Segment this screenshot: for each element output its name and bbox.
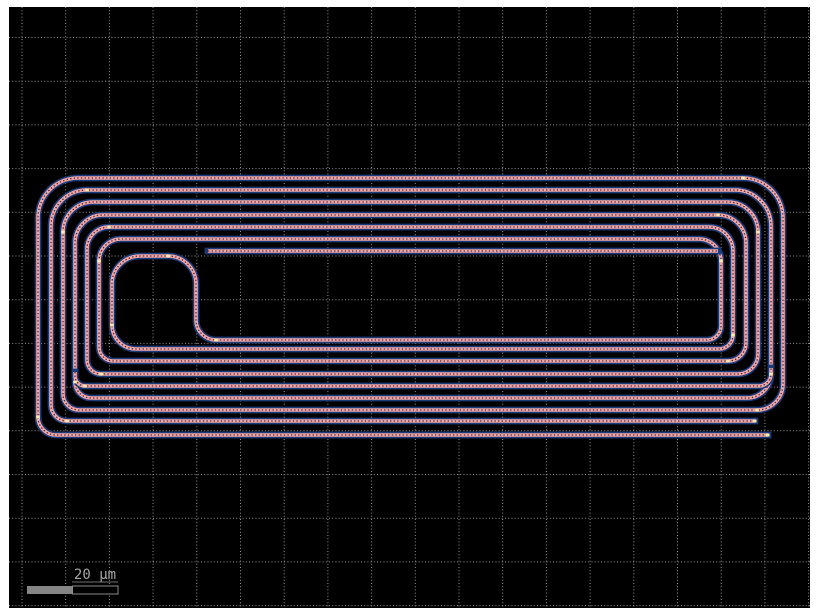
vertex-marker-icon (719, 259, 723, 263)
scale-bar-label: 20 μm (74, 567, 116, 583)
vertex-marker-icon (73, 380, 77, 384)
vertex-marker-icon (166, 254, 170, 258)
vertex-marker-icon (741, 176, 745, 180)
vertex-marker-icon (85, 188, 89, 192)
canvas-background (9, 7, 810, 608)
scale-bar-filled-segment (27, 586, 73, 594)
vertex-marker-icon (107, 225, 111, 229)
spiral-waveguide-main[interactable] (34, 174, 787, 439)
vertex-marker-icon (756, 230, 760, 234)
spiral-waveguide-shapes[interactable] (34, 174, 787, 439)
vertex-marker-icon (83, 384, 87, 388)
vertex-marker-icon (65, 419, 69, 423)
vertex-marker-icon (769, 372, 773, 376)
scale-bar: 20 μm (27, 567, 119, 595)
vertex-marker-icon (726, 359, 730, 363)
vertex-marker-icon (97, 259, 101, 263)
stub-end-marker-icon (766, 433, 770, 437)
scale-bar-outline-segment (72, 585, 119, 595)
stub-end-marker-icon (753, 419, 757, 423)
vertex-marker-icon (110, 323, 114, 327)
vertex-marker-icon (99, 372, 103, 376)
vertex-marker-icon (716, 213, 720, 217)
vertex-marker-icon (61, 230, 65, 234)
grid-dotted-lines (9, 7, 810, 608)
vertex-marker-icon (755, 408, 759, 412)
vertex-marker-icon (36, 415, 40, 419)
spiral-waveguide-filler-b386[interactable] (71, 364, 775, 390)
vertex-marker-icon (214, 338, 218, 342)
vertex-markers (36, 176, 773, 437)
vertex-marker-icon (731, 333, 735, 337)
